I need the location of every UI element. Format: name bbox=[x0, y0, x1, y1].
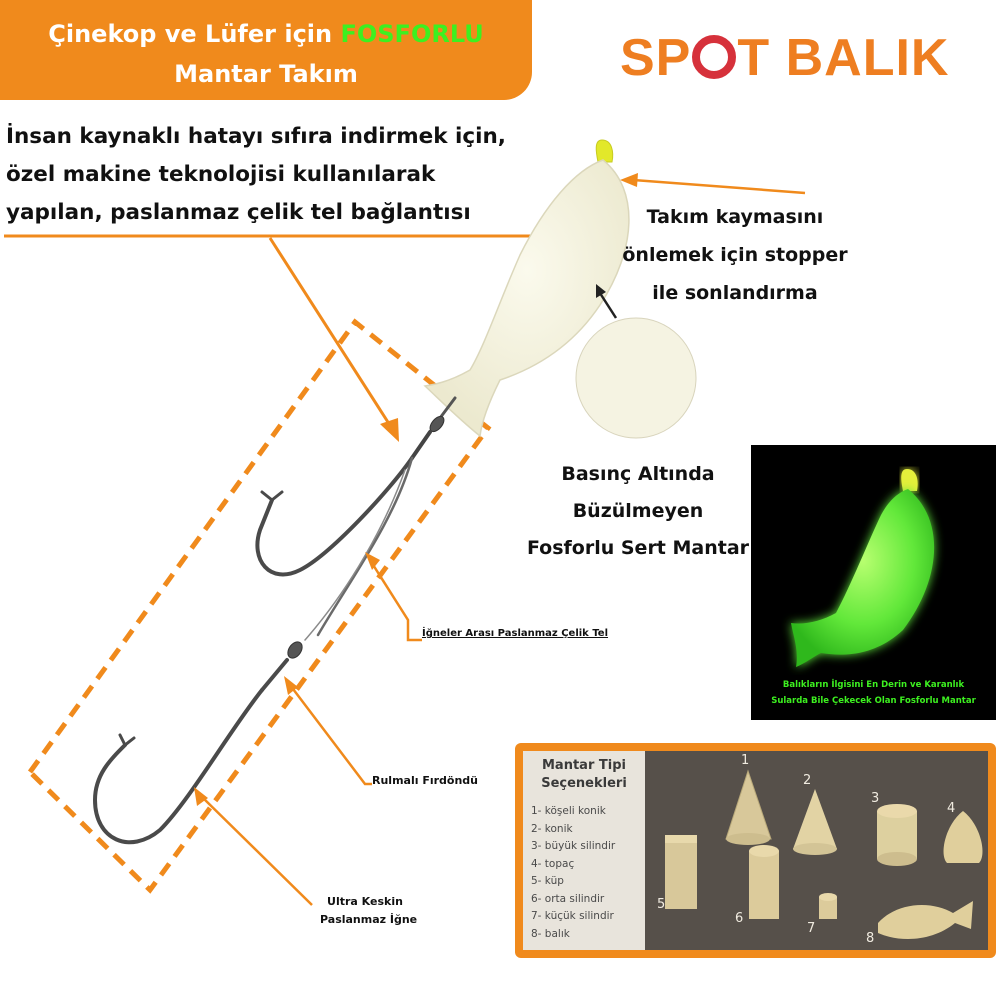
rig-hardware bbox=[92, 396, 457, 845]
type-number: 7 bbox=[807, 921, 816, 936]
foam-callout: Basınç Altında Büzülmeyen Fosforlu Sert … bbox=[526, 463, 750, 559]
main-callout-arrow bbox=[268, 237, 395, 431]
glow-caption: Balıkların İlgisini En Derin ve Karanlık… bbox=[771, 680, 976, 706]
foam-types-title: Mantar Tipi Seçenekleri bbox=[541, 758, 627, 791]
foam-types-list: 1- köşeli konik 2- konik 3- büyük silind… bbox=[531, 803, 615, 943]
list-item: 2- konik bbox=[531, 822, 573, 835]
stopper-callout-line bbox=[633, 178, 806, 195]
list-item: 7- küçük silindir bbox=[531, 910, 614, 922]
swivel-label: Rulmalı Fırdöndü bbox=[372, 774, 479, 787]
list-item: 6- orta silindir bbox=[531, 892, 605, 905]
title-banner: Çinekop ve Lüfer için FOSFORLU Mantar Ta… bbox=[0, 0, 532, 100]
glow-photo-panel: Balıkların İlgisini En Derin ve Karanlık… bbox=[751, 445, 996, 720]
swivel-callout-line bbox=[289, 684, 372, 786]
foam-fish bbox=[423, 139, 630, 438]
connection-callout: İnsan kaynaklı hatayı sıfıra indirmek iç… bbox=[6, 124, 506, 225]
stopper-callout: Takım kaymasını önlemek için stopper ile… bbox=[622, 206, 848, 304]
foam-types-panel: Mantar Tipi Seçenekleri 1- köşeli konik … bbox=[515, 743, 996, 958]
wire-label: İğneler Arası Paslanmaz Çelik Tel bbox=[422, 628, 609, 639]
wire-callout-line bbox=[368, 559, 422, 642]
dashed-highlight-box bbox=[26, 318, 492, 894]
type-number: 4 bbox=[947, 801, 956, 816]
hook-label: Ultra Keskin Paslanmaz İğne bbox=[320, 895, 418, 926]
type-number: 2 bbox=[803, 773, 812, 788]
type-number: 5 bbox=[657, 897, 666, 912]
list-item: 1- köşeli konik bbox=[531, 805, 606, 817]
type-number: 6 bbox=[735, 911, 744, 926]
banner-highlight: FOSFORLU bbox=[340, 20, 484, 48]
banner-title-line1: Çinekop ve Lüfer için FOSFORLU bbox=[48, 20, 484, 48]
banner-title-line2: Mantar Takım bbox=[174, 60, 358, 88]
list-item: 4- topaç bbox=[531, 857, 575, 870]
list-item: 3- büyük silindir bbox=[531, 840, 616, 852]
foam-closeup-circle bbox=[575, 317, 697, 439]
type-number: 8 bbox=[866, 931, 875, 946]
list-item: 5- küp bbox=[531, 875, 564, 887]
hook-callout-line bbox=[199, 794, 313, 906]
lifebuoy-icon bbox=[692, 35, 737, 79]
glowing-fish bbox=[791, 469, 935, 667]
type-number: 3 bbox=[871, 791, 880, 806]
list-item: 8- balık bbox=[531, 927, 570, 940]
type-number: 1 bbox=[741, 753, 750, 768]
foam-shapes bbox=[665, 769, 983, 939]
foam-types-photo: Mantar Tipi Seçenekleri 1- köşeli konik … bbox=[523, 751, 988, 950]
